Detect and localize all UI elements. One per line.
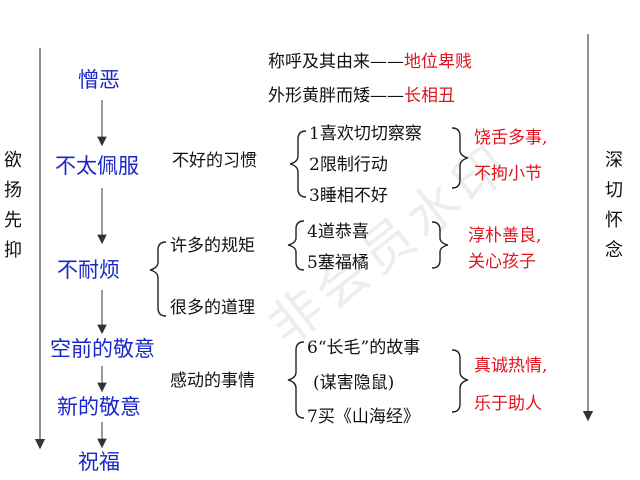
group-label-reasons: 很多的道理 — [170, 298, 255, 318]
header-trait: 地位卑贱 — [404, 52, 472, 72]
right-side-label: 深 切 怀 念 — [603, 146, 625, 266]
right-side-char: 深 — [605, 150, 623, 171]
touching-item: 7买《山海经》 — [307, 407, 420, 427]
habit-trait: 不拘小节 — [474, 164, 542, 184]
header-item: 称呼及其由来 — [268, 52, 370, 72]
right-side-char: 念 — [605, 240, 623, 261]
header-dash: —— — [370, 52, 404, 72]
header-item: 外形黄胖而矮 — [268, 86, 370, 106]
left-side-char: 欲 — [4, 150, 22, 171]
header-row-1: 称呼及其由来——地位卑贱 — [268, 54, 472, 71]
habit-item: 2限制行动 — [309, 155, 388, 175]
touching-trait: 真诚热情, — [474, 356, 548, 376]
stage-hatred: 憎恶 — [78, 68, 120, 92]
brace-habits-traits — [451, 127, 469, 189]
habit-item: 1喜欢切切察察 — [309, 124, 422, 144]
rule-trait: 关心孩子 — [468, 252, 536, 272]
stage-blessing: 祝福 — [78, 450, 120, 474]
left-side-char: 抑 — [4, 240, 22, 261]
stage-not-admire: 不太佩服 — [55, 154, 139, 178]
header-trait: 长相丑 — [404, 86, 455, 106]
group-label-habits: 不好的习惯 — [172, 151, 257, 171]
brace-rules-traits — [431, 221, 449, 269]
brace-rules — [287, 220, 305, 271]
habit-item: 3睡相不好 — [309, 186, 388, 206]
habit-trait: 饶舌多事, — [474, 128, 548, 148]
touching-item: 6“长毛”的故事 — [307, 338, 421, 358]
left-side-char: 先 — [4, 210, 22, 231]
header-row-2: 外形黄胖而矮——长相丑 — [268, 88, 455, 105]
stage-impatient: 不耐烦 — [57, 258, 120, 282]
rule-trait: 淳朴善良, — [468, 226, 542, 246]
brace-touching-traits — [451, 349, 469, 413]
left-side-label: 欲 扬 先 抑 — [2, 146, 24, 266]
header-dash: —— — [370, 86, 404, 106]
brace-touching — [287, 341, 305, 419]
brace-annoyed — [149, 241, 167, 317]
right-side-char: 切 — [605, 180, 623, 201]
right-side-char: 怀 — [605, 210, 623, 231]
group-label-rules: 许多的规矩 — [170, 236, 255, 256]
touching-item: (谋害隐鼠) — [313, 373, 395, 393]
rule-item: 4道恭喜 — [307, 222, 369, 242]
stage-unprecedented-respect: 空前的敬意 — [50, 337, 155, 361]
brace-habits — [289, 130, 307, 198]
stage-new-respect: 新的敬意 — [57, 395, 141, 419]
left-side-char: 扬 — [4, 180, 22, 201]
group-label-touching: 感动的事情 — [170, 371, 255, 391]
rule-item: 5塞福橘 — [307, 253, 369, 273]
touching-trait: 乐于助人 — [474, 394, 542, 414]
